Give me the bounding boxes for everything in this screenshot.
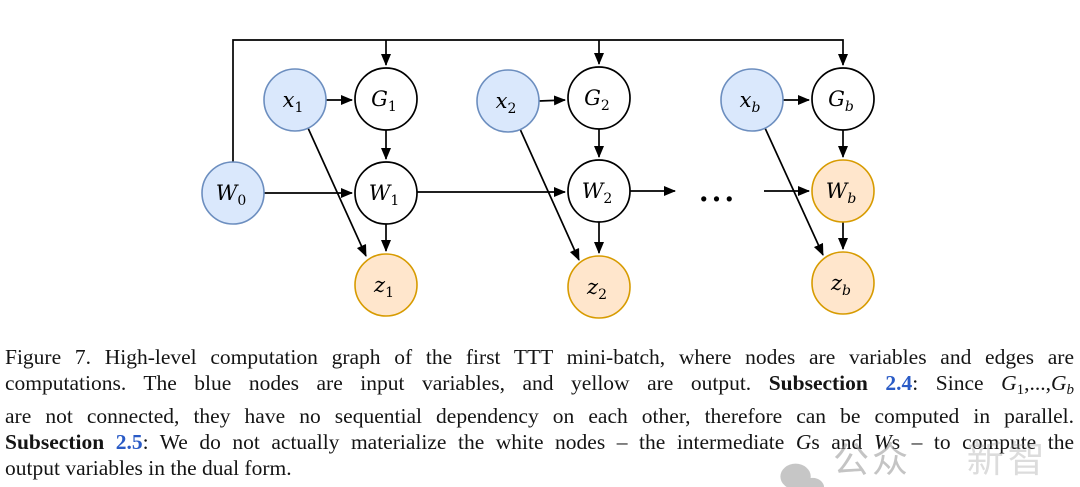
- svg-text:x2: x2: [496, 89, 517, 117]
- node-g2: G2: [567, 66, 631, 130]
- node-label: x: [496, 89, 508, 113]
- node-label: W: [582, 179, 606, 203]
- svg-text:zb: zb: [830, 271, 851, 299]
- node-xb: xb: [720, 68, 784, 132]
- node-label-sub: 1: [385, 285, 394, 301]
- node-label: G: [371, 87, 388, 111]
- node-label: z: [373, 273, 386, 297]
- node-label: G: [584, 86, 601, 110]
- node-label-sub: 0: [237, 193, 246, 209]
- caption-text: s and: [811, 430, 874, 454]
- node-label: W: [826, 179, 850, 203]
- node-w0: W0: [201, 161, 265, 225]
- computation-graph: ... W0 x1 G1 W1 z1 x2 G2: [201, 39, 875, 319]
- edge-x2-g2: [538, 95, 566, 106]
- caption-text: G: [1001, 371, 1017, 395]
- caption-text: Figure 7. High-level computation graph o…: [5, 345, 1074, 369]
- node-label: W: [216, 181, 240, 205]
- node-label-sub: 1: [388, 99, 397, 115]
- node-label-sub: b: [847, 191, 856, 207]
- caption-text: [104, 430, 116, 454]
- node-label: x: [740, 88, 752, 112]
- caption-line: output variables in the dual form.: [5, 455, 1074, 481]
- subsection-link[interactable]: 2.5: [115, 430, 143, 454]
- caption-text: G: [795, 430, 812, 454]
- figure-caption: Figure 7. High-level computation graph o…: [5, 344, 1074, 481]
- caption-line: Subsection 2.5: We do not actually mater…: [5, 429, 1074, 455]
- svg-text:W2: W2: [582, 179, 613, 207]
- ellipsis: ...: [699, 175, 737, 208]
- node-z2: z2: [567, 255, 631, 319]
- svg-text:G2: G2: [584, 86, 610, 114]
- edge-x1-z1: [307, 127, 367, 257]
- node-label-sub: b: [751, 100, 760, 116]
- caption-line: Figure 7. High-level computation graph o…: [5, 344, 1074, 370]
- caption-text: [868, 371, 886, 395]
- node-w2: W2: [567, 159, 631, 223]
- node-label-sub: 2: [603, 191, 612, 207]
- svg-text:W0: W0: [216, 181, 247, 209]
- node-label-sub: b: [845, 99, 854, 115]
- svg-text:z2: z2: [586, 275, 607, 303]
- caption-text: ,...,: [1024, 371, 1051, 395]
- node-z1: z1: [354, 253, 418, 317]
- node-label-sub: 2: [601, 98, 610, 114]
- node-gb: Gb: [811, 67, 875, 131]
- node-label: z: [586, 275, 599, 299]
- caption-line: computations. The blue nodes are input v…: [5, 370, 1074, 403]
- caption-text: output variables in the dual form.: [5, 456, 292, 480]
- caption-text: s – to compute the: [891, 430, 1075, 454]
- node-label: G: [828, 87, 845, 111]
- subsection-link[interactable]: 2.4: [885, 371, 913, 395]
- node-w1: W1: [354, 161, 418, 225]
- node-label-sub: 1: [294, 100, 303, 116]
- caption-text: Subsection: [768, 371, 868, 395]
- caption-text: W: [873, 430, 892, 454]
- caption-text: : We do not actually materialize the whi…: [142, 430, 796, 454]
- node-x2: x2: [476, 69, 540, 133]
- node-label: x: [283, 88, 295, 112]
- caption-text: b: [1066, 382, 1075, 398]
- caption-text: 1: [1016, 382, 1025, 398]
- node-label: z: [830, 271, 843, 295]
- svg-text:G1: G1: [371, 87, 397, 115]
- node-label-sub: 2: [598, 287, 607, 303]
- svg-text:x1: x1: [283, 88, 304, 116]
- caption-text: G: [1050, 371, 1067, 395]
- node-label: W: [369, 181, 393, 205]
- caption-text: : Since: [912, 371, 1002, 395]
- caption-text: computations. The blue nodes are input v…: [5, 371, 769, 395]
- node-wb: Wb: [811, 159, 875, 223]
- node-zb: zb: [811, 251, 875, 315]
- caption-text: are not connected, they have no sequenti…: [5, 404, 1074, 428]
- svg-text:Wb: Wb: [826, 179, 857, 207]
- node-label-sub: 1: [390, 193, 399, 209]
- edge-x2-z2: [519, 128, 580, 261]
- edge-w0-rail-gb: [232, 39, 848, 162]
- node-label-sub: 2: [507, 101, 516, 117]
- node-label-sub: b: [842, 283, 851, 299]
- svg-text:xb: xb: [740, 88, 761, 116]
- svg-text:z1: z1: [373, 273, 394, 301]
- svg-text:W1: W1: [369, 181, 400, 209]
- node-g1: G1: [354, 67, 418, 131]
- caption-line: are not connected, they have no sequenti…: [5, 403, 1074, 429]
- node-x1: x1: [263, 68, 327, 132]
- edge-xb-zb: [764, 127, 824, 256]
- svg-text:Gb: Gb: [828, 87, 854, 115]
- caption-text: Subsection: [5, 430, 105, 454]
